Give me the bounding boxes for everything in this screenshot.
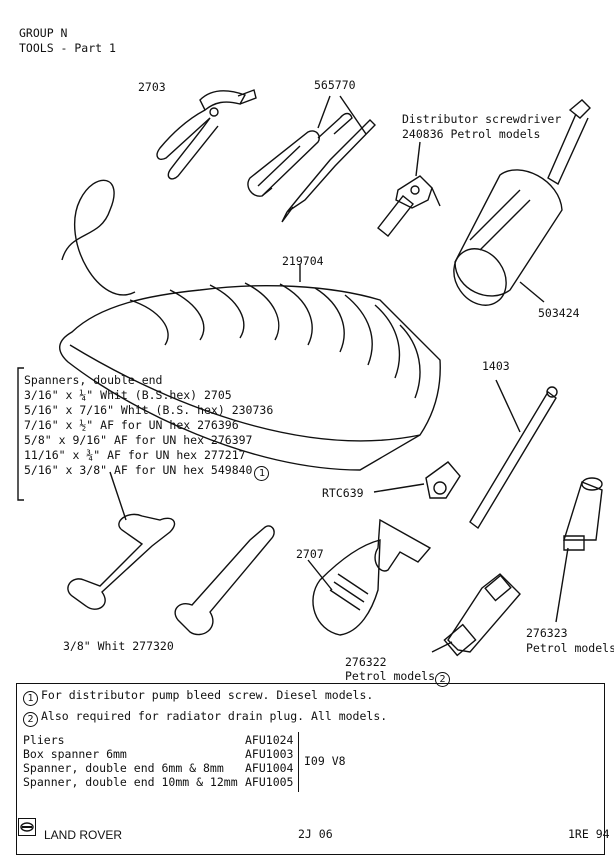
marker-1: 1 xyxy=(254,466,270,481)
page-subtitle: TOOLS - Part 1 xyxy=(19,41,116,55)
part-code: AFU1004 xyxy=(245,761,294,775)
callout-pliers: 2703 xyxy=(138,80,166,94)
callout-line xyxy=(556,548,568,622)
group-label: GROUP N xyxy=(19,26,68,40)
callout-276323-note: Petrol models xyxy=(526,641,614,655)
double-end-spanner-drawing xyxy=(68,472,175,609)
spanner-list-item-text: 5/16" x 3/8" AF for UN hex 549840 xyxy=(24,463,253,477)
part-name: Spanner, double end 10mm & 12mm xyxy=(23,775,238,789)
spanner-list-item: 11/16" x ¾" AF for UN hex 277217 xyxy=(24,448,246,462)
spanner-list-item: 5/16" x 7/16" Whit (B.S. hex) 230736 xyxy=(24,403,274,417)
marker-1: 1 xyxy=(23,691,38,706)
callout-line xyxy=(520,282,544,302)
callout-line xyxy=(496,380,520,432)
applicability: I09 V8 xyxy=(304,754,346,768)
note-1-text: For distributor pump bleed screw. Diesel… xyxy=(41,688,374,702)
spanner-list-item: 7/16" x ½" AF for UN hex 276396 xyxy=(24,418,239,432)
large-screwdriver-drawing xyxy=(443,100,590,315)
list-bracket xyxy=(18,368,24,500)
footer-page: 2J 06 xyxy=(298,827,333,841)
screwdriver-set-drawing xyxy=(248,114,375,223)
callout-screwdrivers: 565770 xyxy=(314,78,356,92)
callout-line xyxy=(432,642,452,652)
callout-276322-note-text: Petrol models xyxy=(345,669,436,683)
callout-tommy-bar: 1403 xyxy=(482,359,510,373)
footer-brand: LAND ROVER xyxy=(44,828,123,842)
part-code: AFU1003 xyxy=(245,747,294,761)
callout-adjustable: 2707 xyxy=(296,547,324,561)
part-name: Box spanner 6mm xyxy=(23,747,127,761)
callout-screwdriver-large: 503424 xyxy=(538,306,580,320)
marker-2: 2 xyxy=(23,712,38,727)
part-name: Pliers xyxy=(23,733,65,747)
callout-line xyxy=(416,142,420,176)
box-spanner-276323-drawing xyxy=(556,478,602,622)
spanner-list-item: 5/8" x 9/16" AF for UN hex 276397 xyxy=(24,433,253,447)
part-code: AFU1024 xyxy=(245,733,294,747)
box-spanner-276322-drawing xyxy=(432,574,520,655)
open-spanner-drawing xyxy=(175,526,274,635)
callout-distributor-part: 240836 Petrol models xyxy=(402,127,541,141)
spanner-list-title: Spanners, double end xyxy=(24,373,163,387)
footer-issue: 1RE 94 xyxy=(568,827,610,841)
spanner-list-item: 3/16" x ¼" Whit (B.S.hex) 2705 xyxy=(24,388,232,402)
callout-line xyxy=(318,96,330,128)
wire-drawing xyxy=(62,180,135,295)
callout-box-small: RTC639 xyxy=(322,486,364,500)
tommy-bar-drawing xyxy=(470,380,557,528)
note-2-text: Also required for radiator drain plug. A… xyxy=(41,709,388,723)
tool-roll-drawing xyxy=(60,264,441,470)
callout-distributor-title: Distributor screwdriver xyxy=(402,112,562,126)
land-rover-logo-icon xyxy=(18,818,36,836)
callout-line xyxy=(374,484,424,492)
callout-line xyxy=(308,560,332,590)
callout-tool-roll: 219704 xyxy=(282,254,324,268)
parts-divider xyxy=(298,732,299,792)
tools-illustration xyxy=(0,0,614,680)
callout-line xyxy=(110,472,126,520)
marker-2: 2 xyxy=(435,672,451,687)
distributor-screwdriver-drawing xyxy=(378,142,440,236)
callout-line xyxy=(340,96,366,134)
part-code: AFU1005 xyxy=(245,775,294,789)
callout-276322: 276322 xyxy=(345,655,387,669)
box-spanner-small-drawing xyxy=(374,462,460,498)
adjustable-spanner-drawing xyxy=(308,520,430,635)
callout-open-spanner: 3/8" Whit 277320 xyxy=(63,639,174,653)
pliers-drawing xyxy=(157,90,256,179)
part-name: Spanner, double end 6mm & 8mm xyxy=(23,761,224,775)
callout-276323: 276323 xyxy=(526,626,568,640)
